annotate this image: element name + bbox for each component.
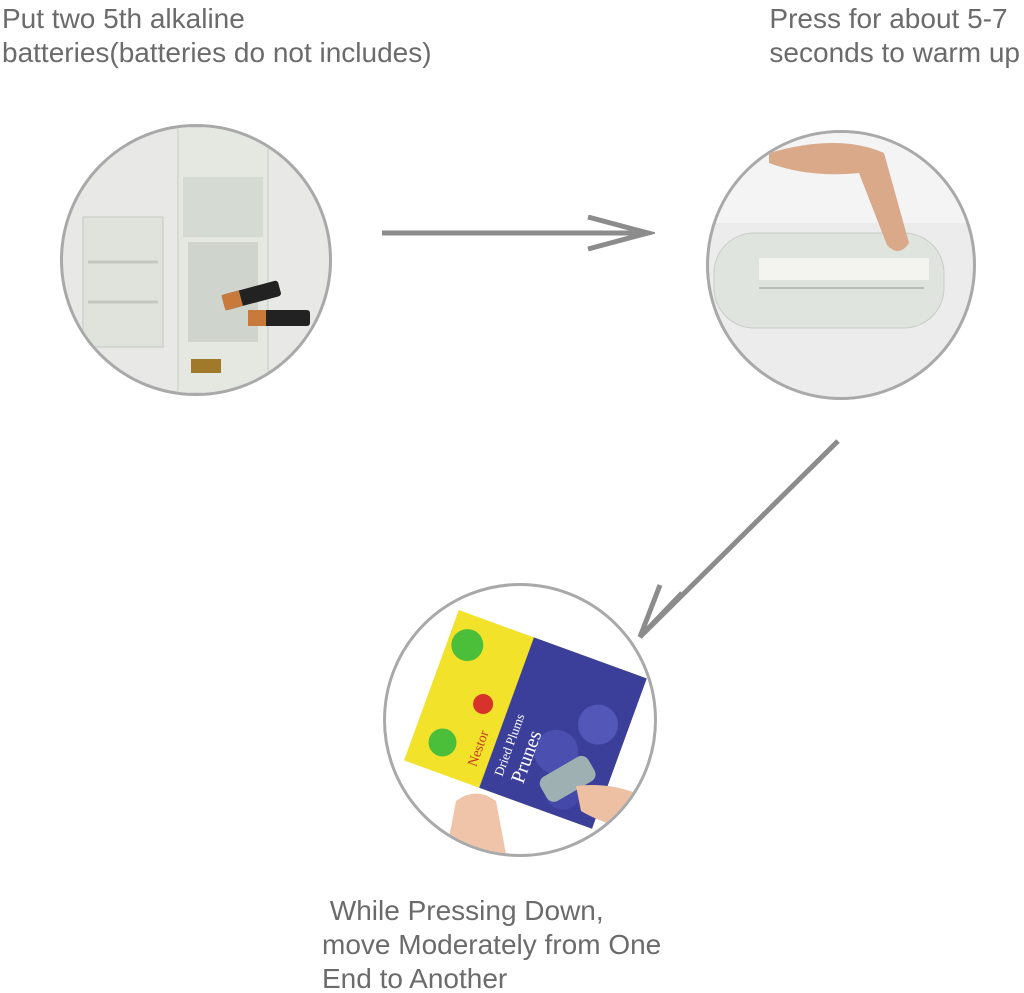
finger: [769, 143, 909, 252]
caption-line: While Pressing Down,: [322, 895, 604, 926]
arrow-right-icon: [382, 215, 655, 252]
caption-line: move Moderately from One: [322, 929, 662, 960]
step2-caption: Press for about 5-7 seconds to warm up: [769, 2, 1020, 70]
arrow-down-left-icon: [637, 439, 840, 639]
warm-up-photo: [706, 130, 976, 400]
battery-photo: [60, 124, 332, 396]
sealing-photo: Nestor Dried Plums Prunes: [383, 583, 657, 857]
step3-caption: While Pressing Down, move Moderately fro…: [322, 894, 661, 993]
step1-caption: Put two 5th alkaline batteries(batteries…: [2, 2, 432, 70]
battery-cover: [82, 216, 164, 348]
caption-line: seconds to warm up: [769, 37, 1020, 68]
battery: [248, 310, 310, 326]
caption-line: batteries(batteries do not includes): [2, 37, 432, 68]
caption-line: Press for about 5-7: [769, 3, 1008, 34]
sealer-device: [539, 755, 596, 802]
caption-line: End to Another: [322, 963, 508, 993]
sealer-device: [713, 232, 945, 329]
caption-line: Put two 5th alkaline: [2, 3, 245, 34]
hand: [446, 793, 506, 854]
battery: [221, 280, 281, 311]
